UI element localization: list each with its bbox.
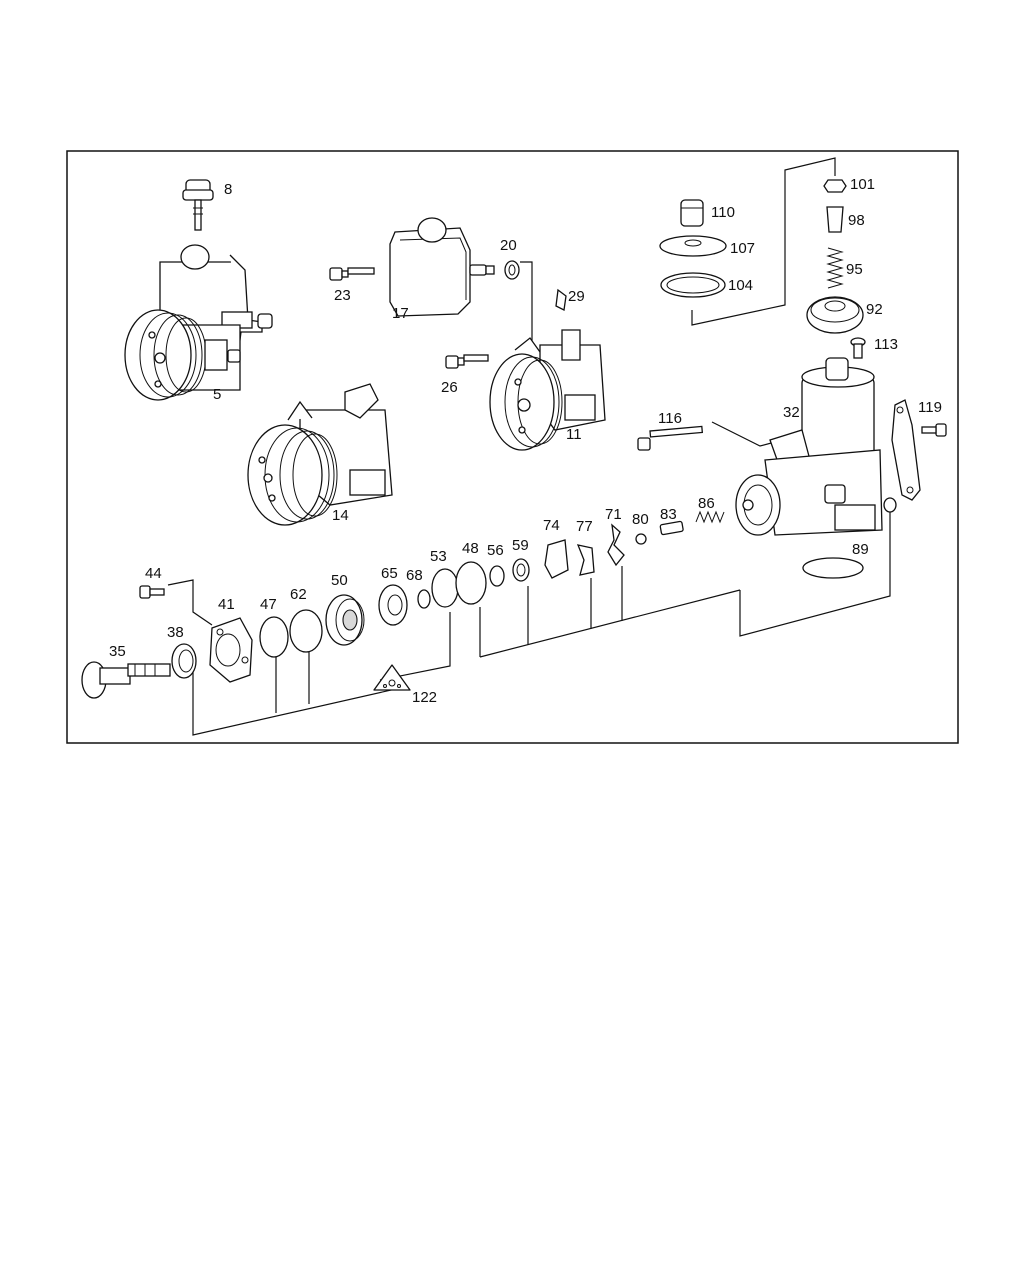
label-65: 65 — [381, 565, 398, 582]
label-20: 20 — [500, 237, 517, 254]
plate-74 — [544, 539, 569, 579]
nut-101 — [823, 179, 847, 193]
label-17: 17 — [392, 305, 409, 322]
label-59: 59 — [512, 537, 529, 554]
label-122: 122 — [412, 689, 437, 706]
washer-20 — [504, 260, 520, 280]
oring-53 — [431, 568, 459, 608]
label-29: 29 — [568, 288, 585, 305]
oring-48 — [455, 561, 487, 605]
oring-small — [883, 497, 897, 513]
label-71: 71 — [605, 506, 622, 523]
label-74: 74 — [543, 517, 560, 534]
sleeve-98 — [826, 206, 844, 233]
seal-38 — [171, 643, 197, 679]
cap-8 — [182, 179, 214, 231]
part-labels: 8 5 23 17 20 29 26 11 14 110 107 104 101… — [109, 176, 942, 706]
label-53: 53 — [430, 548, 447, 565]
label-50: 50 — [331, 572, 348, 589]
gasket-104 — [660, 272, 726, 298]
pump-assembly-32 — [735, 357, 883, 536]
label-83: 83 — [660, 506, 677, 523]
cap-nut-110 — [680, 199, 704, 227]
label-113: 113 — [874, 336, 898, 353]
clip-71 — [607, 523, 625, 567]
label-92: 92 — [866, 301, 883, 318]
label-89: 89 — [852, 541, 869, 558]
label-41: 41 — [218, 596, 235, 613]
label-77: 77 — [576, 518, 593, 535]
label-104: 104 — [728, 277, 753, 294]
label-95: 95 — [846, 261, 863, 278]
long-bolt-116 — [637, 425, 704, 451]
label-44: 44 — [145, 565, 162, 582]
label-110: 110 — [711, 204, 735, 221]
spring-95 — [826, 247, 844, 289]
label-56: 56 — [487, 542, 504, 559]
label-68: 68 — [406, 567, 423, 584]
label-14: 14 — [332, 507, 349, 524]
label-116: 116 — [658, 410, 682, 427]
label-8: 8 — [224, 181, 232, 198]
housing-41 — [209, 617, 253, 683]
bracket-119 — [891, 399, 947, 501]
screw-113 — [850, 337, 866, 359]
washer-56 — [489, 565, 505, 587]
pump-assembly-5 — [124, 244, 273, 401]
label-107: 107 — [730, 240, 755, 257]
label-119: 119 — [918, 399, 942, 416]
label-47: 47 — [260, 596, 277, 613]
plate-77 — [576, 544, 595, 576]
label-32: 32 — [783, 404, 800, 421]
plate-122 — [373, 664, 411, 691]
shaft-35 — [81, 661, 171, 699]
pump-14 — [247, 383, 393, 526]
vane-ring-65 — [378, 584, 408, 626]
pump-11 — [489, 329, 606, 451]
leader-lines — [167, 157, 891, 736]
label-98: 98 — [848, 212, 865, 229]
screw-44 — [139, 585, 165, 599]
oring-62 — [289, 609, 323, 653]
circlip-68 — [417, 589, 431, 609]
label-101: 101 — [850, 176, 875, 193]
nut-80 — [635, 533, 647, 545]
label-86: 86 — [698, 495, 715, 512]
label-23: 23 — [334, 287, 351, 304]
label-11: 11 — [566, 426, 582, 443]
bushing-59 — [512, 558, 530, 582]
label-35: 35 — [109, 643, 126, 660]
spring-86 — [695, 510, 725, 524]
bolt-26 — [445, 354, 489, 369]
oring-89 — [802, 557, 864, 579]
label-48: 48 — [462, 540, 479, 557]
label-80: 80 — [632, 511, 649, 528]
valve-83 — [659, 520, 684, 536]
rotor-50 — [325, 594, 365, 646]
pulley-92 — [806, 296, 864, 334]
bolt-23 — [329, 267, 375, 281]
oring-47 — [259, 616, 289, 658]
disc-107 — [659, 235, 727, 257]
reservoir-17 — [389, 217, 495, 317]
label-38: 38 — [167, 624, 184, 641]
clip-29 — [555, 288, 567, 311]
label-26: 26 — [441, 379, 458, 396]
label-5: 5 — [213, 386, 221, 403]
label-62: 62 — [290, 586, 307, 603]
